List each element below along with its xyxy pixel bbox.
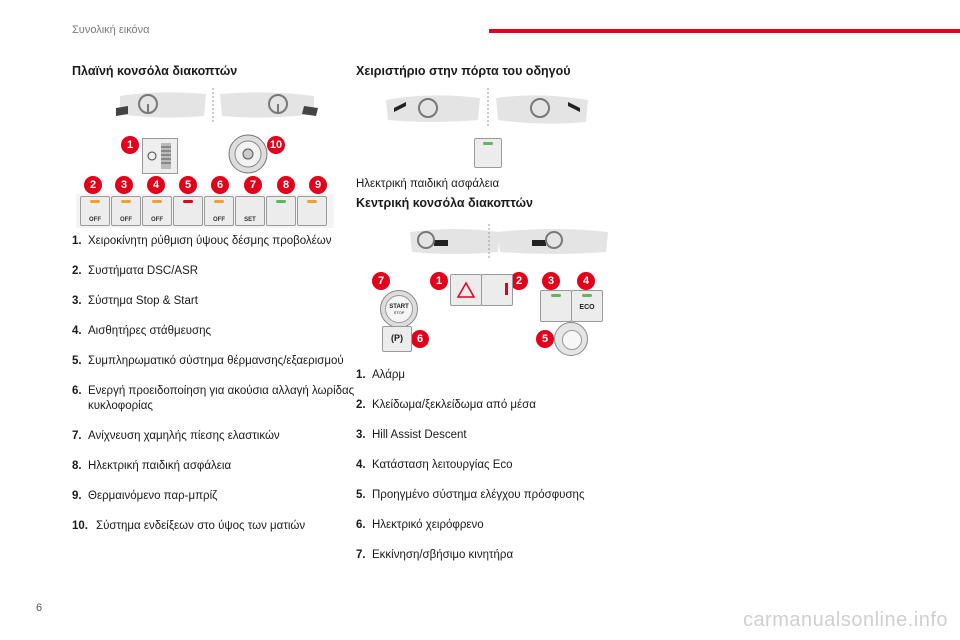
marker-10: 10 bbox=[267, 136, 285, 154]
marker-7: 7 bbox=[372, 272, 390, 290]
left-legend-list: 1.Χειροκίνητη ρύθμιση ύψους δέσμης προβο… bbox=[72, 234, 362, 549]
parking-off-label: OFF bbox=[151, 217, 163, 223]
header-accent-bar bbox=[489, 29, 960, 33]
stop-start-button: OFF bbox=[111, 196, 141, 226]
marker-4: 4 bbox=[147, 176, 165, 194]
door-heading: Χειριστήριο στην πόρτα του οδηγού bbox=[356, 64, 571, 78]
watermark: carmanualsonline.info bbox=[742, 609, 948, 631]
list-item: 7.Εκκίνηση/σβήσιμο κινητήρα bbox=[356, 549, 514, 561]
page-number: 6 bbox=[36, 602, 43, 614]
parking-sensors-button: OFF bbox=[142, 196, 172, 226]
list-item: 5.Προηγμένο σύστημα ελέγχου πρόσφυσης bbox=[356, 489, 585, 501]
tyre-pressure-button: SET bbox=[235, 196, 265, 226]
marker-3: 3 bbox=[542, 272, 560, 290]
dsc-off-label: OFF bbox=[89, 217, 101, 223]
heated-windscreen-button bbox=[297, 196, 327, 226]
left-heading: Πλαϊνή κονσόλα διακοπτών bbox=[72, 64, 238, 78]
dashboard-illustration-left bbox=[108, 86, 328, 126]
section-title: Συνολική εικόνα bbox=[72, 24, 150, 36]
hud-control-pad bbox=[228, 134, 268, 174]
list-item: 7.Ανίχνευση χαμηλής πίεσης ελαστικών bbox=[72, 430, 280, 442]
right-legend-list: 1.Αλάρμ 2.Κλείδωμα/ξεκλείδωμα από μέσα 3… bbox=[356, 368, 636, 578]
traction-control-dial bbox=[554, 322, 588, 356]
hill-descent-button bbox=[540, 290, 572, 322]
list-item: 2.Συστήματα DSC/ASR bbox=[72, 265, 199, 277]
start-stop-button: START STOP bbox=[380, 290, 418, 328]
marker-6: 6 bbox=[211, 176, 229, 194]
list-item: 8.Ηλεκτρική παιδική ασφάλεια bbox=[72, 460, 232, 472]
marker-5: 5 bbox=[536, 330, 554, 348]
electric-parking-brake-button: (P) bbox=[382, 326, 412, 352]
list-item: 3.Hill Assist Descent bbox=[356, 429, 467, 441]
stopstart-off-label: OFF bbox=[120, 217, 132, 223]
list-item: 1.Χειροκίνητη ρύθμιση ύψους δέσμης προβο… bbox=[72, 235, 332, 247]
marker-4: 4 bbox=[577, 272, 595, 290]
marker-7: 7 bbox=[244, 176, 262, 194]
list-item: 10.Σύστημα ενδείξεων στο ύψος των ματιών bbox=[72, 520, 306, 532]
child-lock-button bbox=[266, 196, 296, 226]
list-item: 9.Θερμαινόμενο παρ-μπρίζ bbox=[72, 490, 218, 502]
headlamp-adjuster bbox=[142, 138, 178, 174]
marker-6: 6 bbox=[411, 330, 429, 348]
hazard-button bbox=[450, 274, 482, 306]
park-label: (P) bbox=[391, 333, 403, 343]
marker-5: 5 bbox=[179, 176, 197, 194]
central-heading: Κεντρική κονσόλα διακοπτών bbox=[356, 196, 533, 210]
list-item: 2.Κλείδωμα/ξεκλείδωμα από μέσα bbox=[356, 399, 536, 411]
list-item: 6.Ενεργή προειδοποίηση για ακούσια αλλαγ… bbox=[72, 385, 355, 412]
door-child-lock-button bbox=[474, 138, 502, 168]
list-item: 3.Σύστημα Stop & Start bbox=[72, 295, 198, 307]
list-item: 6.Ηλεκτρικό χειρόφρενο bbox=[356, 519, 484, 531]
tyre-set-label: SET bbox=[244, 217, 256, 223]
marker-3: 3 bbox=[115, 176, 133, 194]
marker-1: 1 bbox=[121, 136, 139, 154]
marker-9: 9 bbox=[309, 176, 327, 194]
lane-off-label: OFF bbox=[213, 217, 225, 223]
door-dashboard-illustration bbox=[380, 86, 600, 130]
list-item: 4.Αισθητήρες στάθμευσης bbox=[72, 325, 212, 337]
list-item: 1.Αλάρμ bbox=[356, 369, 406, 381]
marker-1: 1 bbox=[430, 272, 448, 290]
eco-mode-button: ECO bbox=[571, 290, 603, 322]
aux-heating-button bbox=[173, 196, 203, 226]
list-item: 5.Συμπληρωματικό σύστημα θέρμανσης/εξαερ… bbox=[72, 355, 344, 367]
list-item: 4.Κατάσταση λειτουργίας Eco bbox=[356, 459, 513, 471]
door-caption: Ηλεκτρική παιδική ασφάλεια bbox=[356, 178, 500, 190]
eco-label: ECO bbox=[579, 304, 595, 311]
lane-departure-button: OFF bbox=[204, 196, 234, 226]
start-label: START bbox=[389, 304, 409, 310]
dsc-asr-button: OFF bbox=[80, 196, 110, 226]
marker-2: 2 bbox=[84, 176, 102, 194]
marker-8: 8 bbox=[277, 176, 295, 194]
stop-label: STOP bbox=[393, 310, 405, 315]
central-lock-button bbox=[481, 274, 513, 306]
central-dashboard-illustration bbox=[404, 222, 624, 262]
marker-2: 2 bbox=[510, 272, 528, 290]
